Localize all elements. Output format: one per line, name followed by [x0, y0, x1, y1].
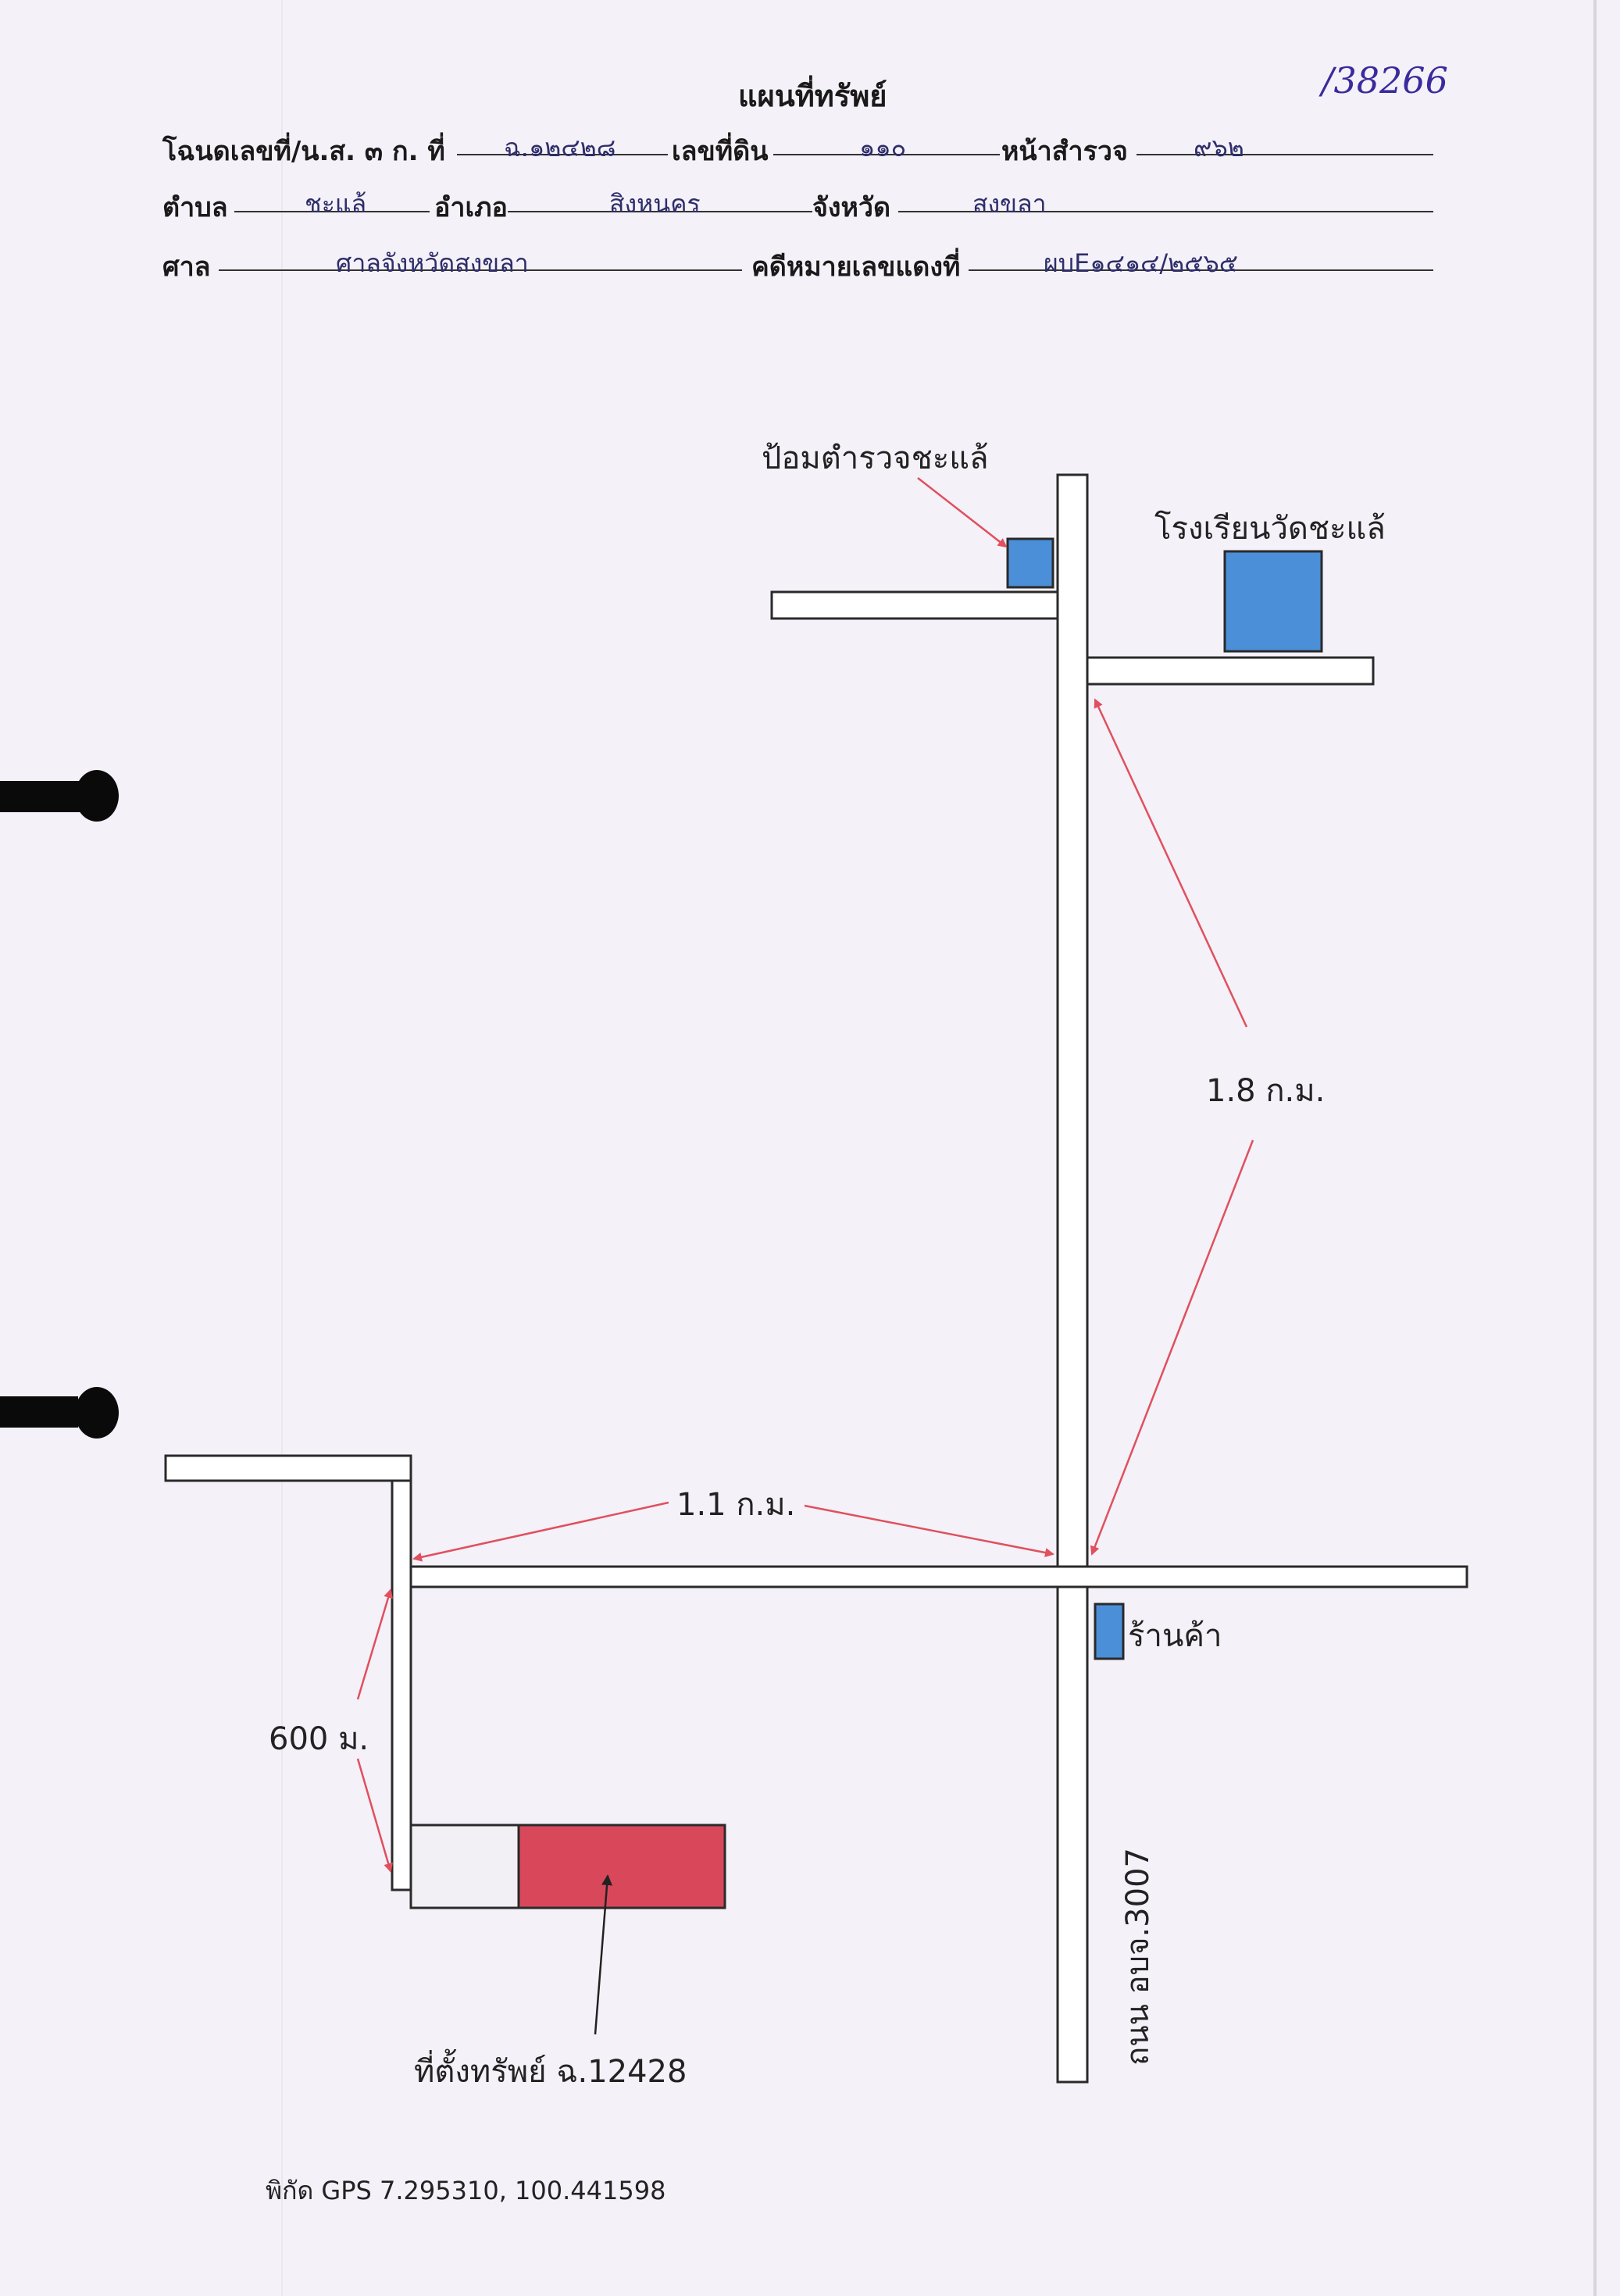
shop-marker — [1094, 1603, 1125, 1660]
court-line — [219, 269, 742, 271]
distance-label-property: 600 ม. — [269, 1721, 369, 1757]
police-box-marker — [1006, 537, 1054, 589]
tambon-label: ตำบล — [162, 192, 228, 223]
distance-arrows — [356, 477, 1254, 1873]
school-label: โรงเรียนวัดชะแล้ — [1154, 511, 1386, 547]
police-box-label: ป้อมตำรวจชะแล้ — [762, 440, 989, 476]
property-plot — [517, 1824, 726, 1909]
road-west-to-police-box — [770, 590, 1059, 620]
shop-label: ร้านค้า — [1128, 1618, 1222, 1654]
land-number-label: เลขที่ดิน — [672, 136, 769, 167]
punch-hole — [75, 1387, 119, 1439]
scan-edge — [1593, 0, 1597, 2296]
distance-label-school: 1.8 ก.ม. — [1206, 1073, 1326, 1109]
tambon-line — [234, 211, 430, 212]
punch-hole — [75, 770, 119, 822]
property-pointer-arrow — [594, 1874, 613, 2035]
roads — [164, 473, 1468, 2084]
distance-arrow-east — [804, 1504, 1054, 1557]
road-east-to-school — [1086, 656, 1375, 686]
school-marker — [1223, 550, 1323, 653]
survey-page-line — [1136, 154, 1433, 155]
gps-coordinates: พิกัด GPS 7.295310, 100.441598 — [266, 2176, 666, 2205]
page-title: แผนที่ทรัพย์ — [738, 79, 887, 113]
deed-number-value: ฉ.๑๒๔๒๘ — [504, 133, 616, 162]
province-value: สงขลา — [972, 189, 1047, 219]
binding-tab — [0, 1396, 78, 1428]
police-box-pointer-arrow — [917, 477, 1008, 548]
court-label: ศาล — [162, 251, 211, 283]
court-value: ศาลจังหวัดสงขลา — [336, 248, 529, 278]
distance-arrow-west — [412, 1501, 669, 1562]
main-road-vertical — [1056, 473, 1089, 2084]
deed-number-line — [457, 154, 668, 155]
land-number-value: ๑๑๐ — [859, 133, 907, 162]
amphoe-value: สิงหนคร — [609, 189, 701, 219]
survey-page-value: ๙๖๒ — [1194, 133, 1244, 162]
distance-arrow-up — [356, 1588, 393, 1700]
case-number-label: คดีหมายเลขแดงที่ — [751, 251, 961, 283]
distance-label-east-west: 1.1 ก.ม. — [676, 1487, 796, 1523]
distance-arrow-school — [1094, 698, 1248, 1028]
amphoe-label: อำเภอ — [434, 192, 508, 223]
tambon-value: ชะแล้ — [305, 189, 367, 219]
binding-tab — [0, 781, 86, 812]
land-number-line — [773, 154, 1000, 155]
province-line — [898, 211, 1433, 212]
distance-arrow-down — [356, 1758, 393, 1873]
amphoe-line — [508, 211, 812, 212]
road-east-west — [391, 1565, 1468, 1588]
road-name-label: ถนน อบจ.3007 — [1120, 1848, 1156, 2066]
property-location-label: ที่ตั้งทรัพย์ ฉ.12428 — [414, 2054, 687, 2090]
survey-page-label: หน้าสำรวจ — [1001, 136, 1128, 167]
neighbor-plot — [409, 1824, 520, 1909]
distance-arrow-main-road — [1090, 1139, 1254, 1556]
handwritten-reference-number: /38266 — [1322, 59, 1448, 102]
deed-number-label: โฉนดเลขที่/น.ส. ๓ ก. ที่ — [162, 136, 445, 167]
side-road-to-property — [391, 1470, 412, 1891]
paper-fold-line — [281, 0, 283, 2296]
province-label: จังหวัด — [812, 192, 891, 223]
road-northwest — [164, 1454, 412, 1482]
case-number-value: ผบE๑๔๑๔/๒๕๖๕ — [1044, 248, 1238, 278]
case-number-line — [969, 269, 1433, 271]
